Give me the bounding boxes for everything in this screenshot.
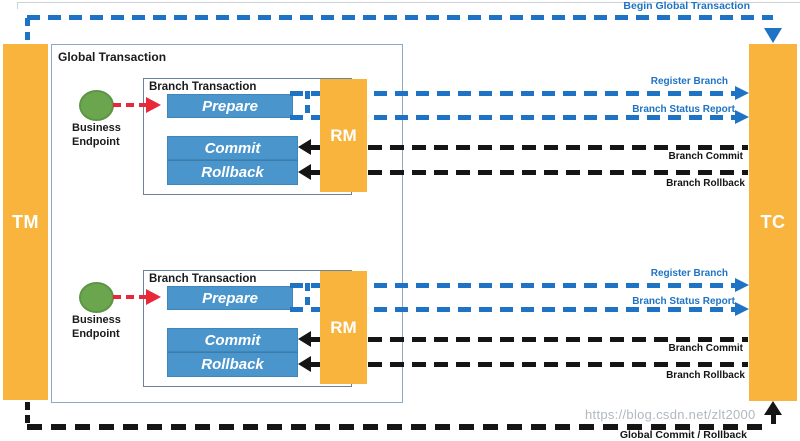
arrow-left-black-icon [298,164,311,180]
watermark-url: https://blog.csdn.net/zlt2000 [585,407,756,422]
tc-box: TC [749,44,797,401]
arrow-right-red-icon [146,97,161,113]
branch-transaction-group-1: Branch Transaction Business Endpoint Pre… [0,76,800,195]
global-commit-rollback-label: Global Commit / Rollback [619,429,747,441]
invoke-flow-line [113,103,147,107]
tm-label: TM [12,211,39,232]
global-commit-flow-line-vertical [25,402,30,423]
frame-top-line [17,2,800,3]
arrow-left-black-icon [298,139,311,155]
arrow-up-icon [764,401,782,415]
branch-rollback-label: Branch Rollback [666,178,745,189]
global-commit-flow-line [27,424,771,430]
branch-commit-line [368,337,748,342]
branch-transaction-label: Branch Transaction [149,81,257,93]
prepare-bracket-line [305,91,310,118]
branch-rollback-arrow-stem [310,170,322,175]
register-branch-line [290,91,735,96]
branch-rollback-arrow-stem [310,362,322,367]
global-transaction-label: Global Transaction [58,50,167,64]
business-endpoint-label: Business Endpoint [72,122,121,148]
branch-status-report-line [290,307,735,312]
branch-commit-line [368,145,748,150]
branch-commit-label: Branch Commit [668,343,743,354]
frame-top-tick [17,2,18,9]
branch-status-report-line [290,115,735,120]
prepare-box: Prepare [167,94,293,118]
branch-rollback-label: Branch Rollback [666,370,745,381]
tc-label: TC [760,212,786,232]
register-branch-label: Register Branch [650,268,728,279]
business-endpoint-icon [79,282,114,313]
rm-box: RM [320,79,367,192]
arrow-right-red-icon [146,289,161,305]
arrow-down-icon [764,28,782,43]
branch-commit-arrow-stem [310,145,322,150]
branch-rollback-line [368,170,748,175]
branch-status-report-label: Branch Status Report [632,296,735,307]
branch-transaction-group-2: Branch Transaction Business Endpoint Pre… [0,268,800,387]
prepare-bracket-line [305,283,310,310]
register-branch-label: Register Branch [650,76,728,87]
arrow-right-blue-icon [735,302,749,316]
begin-global-transaction-label: Begin Global Transaction [623,0,750,12]
global-transaction-box: Global Transaction [51,44,403,403]
branch-rollback-line [368,362,748,367]
rollback-box: Rollback [167,160,298,185]
arrow-left-black-icon [298,356,311,372]
business-endpoint-label: Business Endpoint [72,314,121,340]
branch-commit-arrow-stem [310,337,322,342]
arrow-right-blue-icon [735,110,749,124]
branch-transaction-label: Branch Transaction [149,273,257,285]
arrow-right-blue-icon [735,86,749,100]
invoke-flow-line [113,295,147,299]
rm-box: RM [320,271,367,384]
begin-flow-line-vertical [25,18,30,44]
begin-flow-line [27,15,773,20]
arrow-left-black-icon [298,331,311,347]
commit-box: Commit [167,136,298,160]
business-endpoint-icon [79,90,114,121]
prepare-box: Prepare [167,286,293,310]
commit-box: Commit [167,328,298,352]
global-commit-arrow-stem [771,413,776,424]
rollback-box: Rollback [167,352,298,377]
arrow-right-blue-icon [735,278,749,292]
tm-box: TM [3,44,48,400]
branch-commit-label: Branch Commit [668,151,743,162]
register-branch-line [290,283,735,288]
branch-status-report-label: Branch Status Report [632,104,735,115]
